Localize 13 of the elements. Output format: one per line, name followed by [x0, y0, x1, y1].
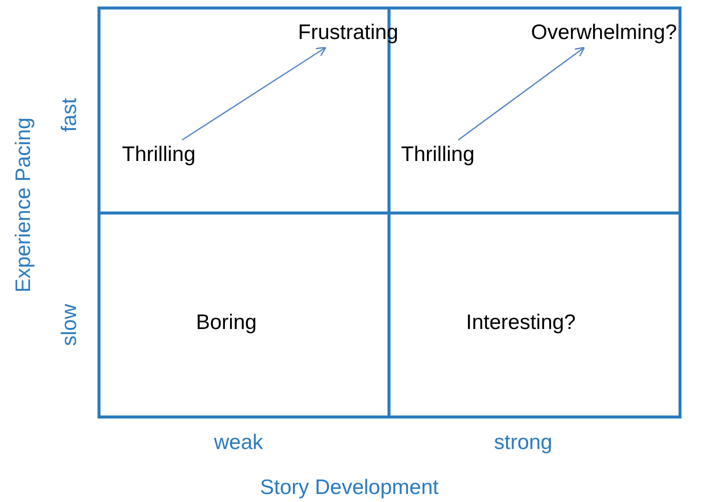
axis-label: fast — [57, 98, 82, 132]
node-label: Overwhelming? — [531, 20, 677, 46]
quadrant-label: Boring — [196, 310, 257, 336]
arrow — [458, 46, 585, 141]
quadrant-label: Interesting? — [466, 310, 576, 336]
axis-label: Experience Pacing — [11, 117, 36, 293]
arrow — [182, 46, 326, 141]
axis-label: strong — [494, 430, 552, 456]
axis-label: slow — [57, 304, 82, 346]
node-label: Thrilling — [401, 142, 475, 168]
node-label: Thrilling — [122, 142, 196, 168]
axis-label: weak — [214, 430, 264, 456]
axis-label: Story Development — [260, 475, 439, 501]
